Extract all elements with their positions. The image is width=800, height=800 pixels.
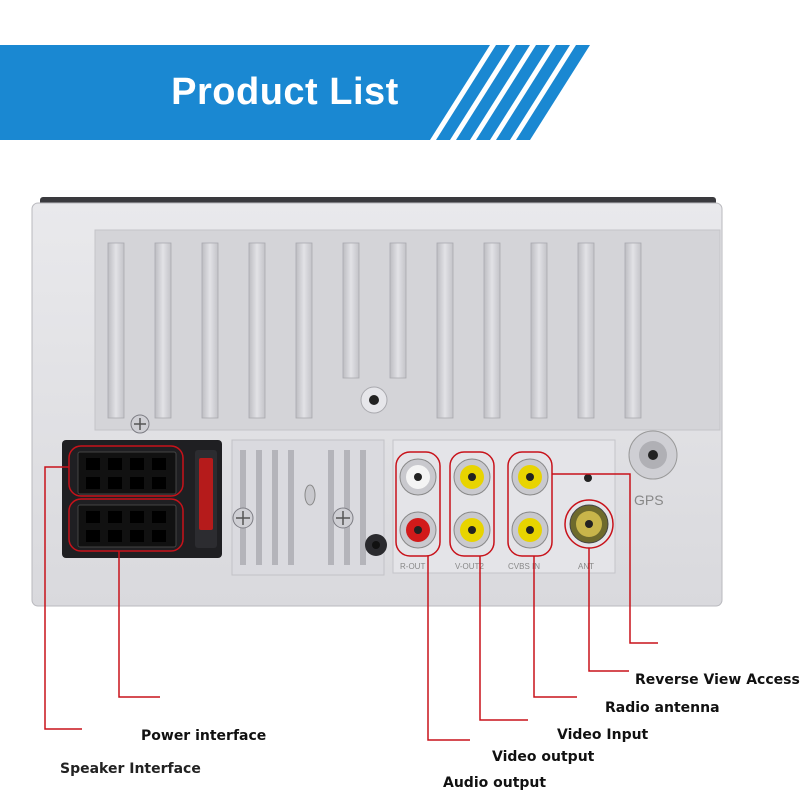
label-speaker-interface: Speaker Interface <box>60 761 201 777</box>
jack-label-cvbs: CVBS IN <box>508 562 540 571</box>
rca-yellow-jack <box>511 511 549 549</box>
callout-lines <box>44 466 658 741</box>
rca-red-jack <box>399 511 437 549</box>
label-radio-antenna: Radio antenna <box>605 700 720 716</box>
callout-highlights <box>68 445 614 557</box>
iso-connector-block <box>62 440 222 558</box>
rca-jacks <box>399 458 609 549</box>
slot-hole <box>304 484 316 506</box>
jack-label-vout2: V-OUT2 <box>455 562 484 571</box>
reverse-pin <box>584 474 592 482</box>
rca-panel <box>392 439 616 574</box>
jack-label-ant: ANT <box>578 562 594 571</box>
rca-white-jack <box>399 458 437 496</box>
gps-connector <box>628 430 678 480</box>
rca-yellow-jack <box>511 458 549 496</box>
label-video-input: Video Input <box>557 727 649 743</box>
label-video-output: Video output <box>492 749 595 765</box>
antenna-jack <box>569 504 609 544</box>
label-power-interface: Power interface <box>141 728 267 744</box>
heatsink-fins <box>107 242 642 419</box>
banner-bar <box>0 45 490 140</box>
label-audio-output: Audio output <box>443 775 547 791</box>
banner-stripes <box>436 45 590 140</box>
gps-label: GPS <box>634 492 664 508</box>
fuse <box>199 458 213 530</box>
rca-yellow-jack <box>453 458 491 496</box>
label-reverse-view-access: Reverse View Access <box>635 672 800 688</box>
heatsink-area <box>94 229 721 431</box>
rca-yellow-jack <box>453 511 491 549</box>
jack-label-rout: R-OUT <box>400 562 425 571</box>
banner-title: Product List <box>171 71 399 113</box>
banner <box>0 45 590 140</box>
